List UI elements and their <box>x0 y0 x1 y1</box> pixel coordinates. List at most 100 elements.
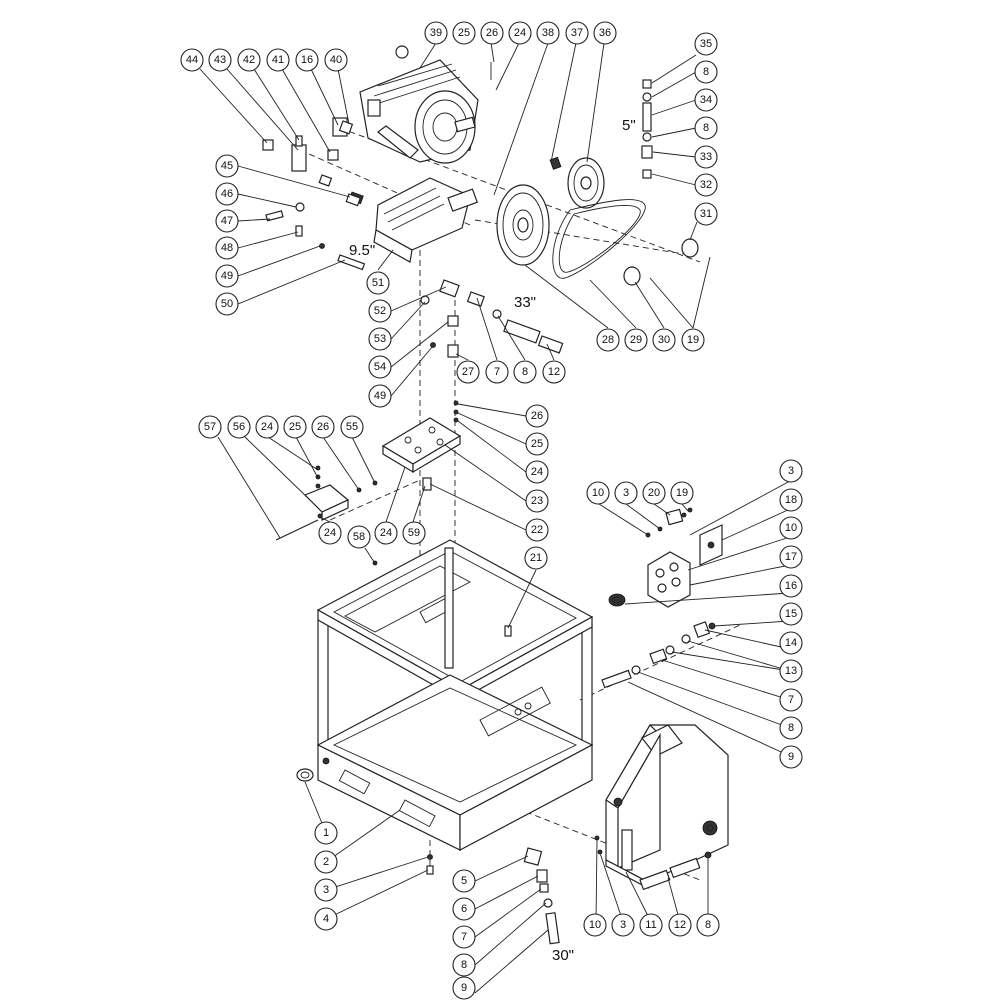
svg-text:32: 32 <box>700 179 712 191</box>
callout-22: 22 <box>525 518 549 542</box>
belt-guard-housing <box>594 724 729 889</box>
svg-text:16: 16 <box>785 580 797 592</box>
callout-1: 1 <box>314 821 338 845</box>
callout-10: 10 <box>779 516 803 540</box>
svg-text:14: 14 <box>785 637 797 649</box>
callout-27: 27 <box>456 360 480 384</box>
svg-text:28: 28 <box>602 334 614 346</box>
svg-text:3: 3 <box>623 487 629 499</box>
svg-text:7: 7 <box>494 366 500 378</box>
callout-30: 30 <box>652 328 676 352</box>
callout-8: 8 <box>694 116 718 140</box>
callout-49: 49 <box>215 264 239 288</box>
svg-text:8: 8 <box>461 959 467 971</box>
svg-text:45: 45 <box>221 160 233 172</box>
callout-51: 51 <box>366 271 390 295</box>
svg-text:54: 54 <box>374 361 386 373</box>
svg-text:11: 11 <box>645 919 656 931</box>
inlet-fitting <box>296 757 330 782</box>
svg-text:40: 40 <box>330 54 342 66</box>
callout-39: 39 <box>424 21 448 45</box>
housing-spacers <box>639 857 701 891</box>
outlet-fittings <box>601 621 716 689</box>
svg-text:8: 8 <box>703 66 709 78</box>
callout-6: 6 <box>452 897 476 921</box>
dimension-label: 30" <box>552 947 574 964</box>
callouts: 44 43 42 41 16 40 39 25 26 24 38 37 36 3… <box>180 21 803 1000</box>
svg-text:25: 25 <box>531 438 543 450</box>
callout-8: 8 <box>694 60 718 84</box>
svg-text:35: 35 <box>700 38 712 50</box>
callout-8: 8 <box>779 716 803 740</box>
svg-text:10: 10 <box>592 487 604 499</box>
callout-38: 38 <box>536 21 560 45</box>
callout-42: 42 <box>237 48 261 72</box>
svg-text:42: 42 <box>243 54 255 66</box>
callout-45: 45 <box>215 154 239 178</box>
svg-text:39: 39 <box>430 27 442 39</box>
callout-26: 26 <box>525 404 549 428</box>
svg-text:6: 6 <box>461 903 467 915</box>
callout-50: 50 <box>215 292 239 316</box>
svg-text:25: 25 <box>458 27 470 39</box>
callout-53: 53 <box>368 327 392 351</box>
svg-text:21: 21 <box>530 552 542 564</box>
svg-text:29: 29 <box>630 334 642 346</box>
svg-text:36: 36 <box>599 27 611 39</box>
svg-text:5: 5 <box>461 875 467 887</box>
svg-text:24: 24 <box>261 421 273 433</box>
callout-25: 25 <box>525 432 549 456</box>
pump-pulley <box>496 184 550 266</box>
callout-16: 16 <box>295 48 319 72</box>
callout-32: 32 <box>694 173 718 197</box>
callout-3: 3 <box>314 878 338 902</box>
callout-24: 24 <box>255 415 279 439</box>
dimension-label: 5" <box>622 117 636 134</box>
svg-text:26: 26 <box>486 27 498 39</box>
main-frame <box>316 539 594 851</box>
valve-block <box>608 507 723 608</box>
svg-text:7: 7 <box>788 694 794 706</box>
svg-text:49: 49 <box>221 270 233 282</box>
callout-43: 43 <box>208 48 232 72</box>
callout-18: 18 <box>779 488 803 512</box>
callout-24: 24 <box>508 21 532 45</box>
v-belt <box>552 199 646 279</box>
svg-text:10: 10 <box>785 522 797 534</box>
svg-text:33: 33 <box>700 151 712 163</box>
svg-text:53: 53 <box>374 333 386 345</box>
svg-text:9: 9 <box>788 751 794 763</box>
svg-text:3: 3 <box>323 884 329 896</box>
svg-text:2: 2 <box>323 856 329 868</box>
svg-text:56: 56 <box>233 421 245 433</box>
svg-text:24: 24 <box>324 527 336 539</box>
callout-12: 12 <box>668 913 692 937</box>
svg-text:24: 24 <box>380 527 392 539</box>
callout-15: 15 <box>779 602 803 626</box>
callout-28: 28 <box>596 328 620 352</box>
unloader-fittings <box>262 117 366 271</box>
svg-text:8: 8 <box>705 919 711 931</box>
relief-fittings <box>641 79 653 179</box>
callout-2: 2 <box>314 850 338 874</box>
svg-text:19: 19 <box>676 487 688 499</box>
callout-59: 59 <box>402 521 426 545</box>
callout-26: 26 <box>311 415 335 439</box>
svg-text:55: 55 <box>346 421 358 433</box>
callout-34: 34 <box>694 88 718 112</box>
callout-48: 48 <box>215 236 239 260</box>
svg-text:15: 15 <box>785 608 797 620</box>
callout-5: 5 <box>452 869 476 893</box>
callout-10: 10 <box>586 481 610 505</box>
svg-text:52: 52 <box>374 305 386 317</box>
svg-text:17: 17 <box>785 551 797 563</box>
svg-text:59: 59 <box>408 527 420 539</box>
callout-3: 3 <box>611 913 635 937</box>
svg-text:3: 3 <box>788 465 794 477</box>
callout-9: 9 <box>779 745 803 769</box>
callout-36: 36 <box>593 21 617 45</box>
callout-56: 56 <box>227 415 251 439</box>
svg-text:37: 37 <box>571 27 583 39</box>
callout-37: 37 <box>565 21 589 45</box>
